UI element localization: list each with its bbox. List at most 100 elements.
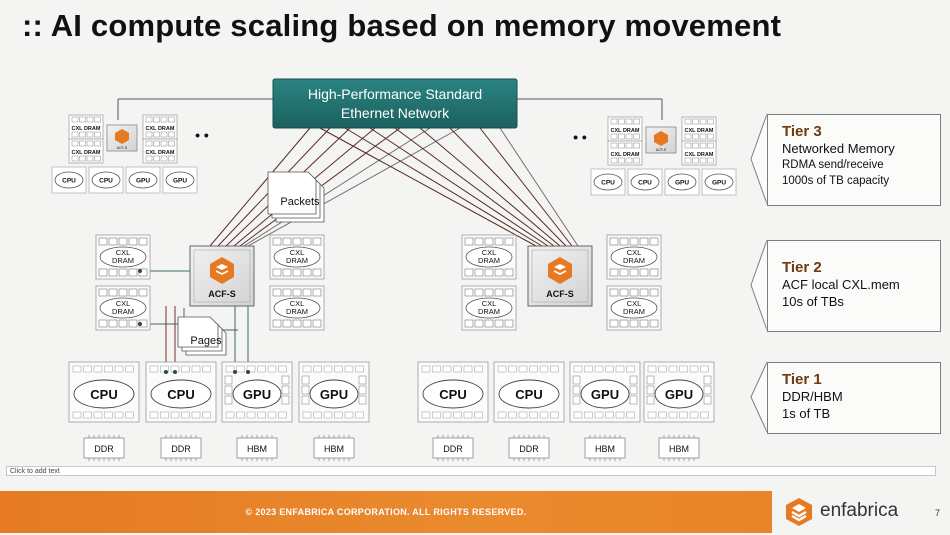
tier2-cxl-dram-right-1-label-1: CXL: [482, 248, 497, 257]
network-label-line-2: Ethernet Network: [341, 105, 450, 121]
pin-block: [313, 411, 322, 419]
pin-block: [202, 365, 211, 373]
pin-block: [313, 365, 322, 373]
dram-chip: [160, 116, 168, 123]
dram-chip: [282, 319, 292, 328]
tier3-cpu-left-2-label: CPU: [99, 178, 113, 185]
pin-block: [626, 365, 635, 373]
tier-1-line-2: 1s of TB: [782, 406, 831, 421]
acf-icon-glyph: [215, 270, 229, 275]
dram-chip: [649, 319, 659, 328]
dram-chip: [168, 155, 175, 162]
connector-line: [419, 127, 561, 247]
pin-block: [278, 365, 287, 373]
dram-chip: [699, 157, 707, 164]
dram-chip: [633, 142, 640, 149]
tier2-cxl-dram-left-1-label-1: CXL: [116, 248, 131, 257]
tier3-cxl-dram-right-4-label: CXL DRAM: [685, 152, 714, 158]
pin-block: [334, 411, 343, 419]
tier3-gpu-right-1-label: GPU: [675, 180, 689, 187]
dram-chip: [494, 237, 504, 246]
dram-chip: [118, 319, 128, 328]
dram-chip: [79, 155, 86, 162]
pin-block: [344, 365, 354, 373]
dram-chip: [464, 288, 474, 297]
dram-chip: [618, 142, 625, 149]
dram-chip: [649, 237, 659, 246]
page-sheet: [177, 316, 219, 348]
pin-block: [267, 411, 277, 419]
hbm-stack: [703, 375, 712, 385]
hbm-stack: [281, 375, 290, 385]
dram-chip: [312, 268, 322, 277]
ellipsis-right: • •: [573, 129, 587, 145]
hbm-stack: [301, 385, 310, 395]
dram-chip: [272, 268, 282, 277]
pin-block: [689, 365, 699, 373]
dram-chip: [302, 268, 312, 277]
page-number: 7: [935, 508, 941, 518]
pin-block: [323, 365, 333, 373]
tier3-cxl-dram-right-1-label: CXL DRAM: [611, 128, 640, 134]
click-to-add-text-placeholder[interactable]: Click to add text: [6, 466, 936, 476]
tier2-cxl-dram-right-3-label-2: DRAM: [623, 256, 645, 265]
tier1-gpu-left-3-body: [232, 379, 282, 409]
dram-chip: [118, 268, 128, 277]
pin-block: [550, 365, 559, 373]
tier2-cxl-dram-right-1-body: [465, 246, 513, 268]
footer-bar: © 2023 ENFABRICA CORPORATION. ALL RIGHTS…: [0, 491, 772, 533]
tier2-cxl-dram-right-4-label-2: DRAM: [623, 307, 645, 316]
tier1-cpu-left-2-body: [150, 379, 212, 409]
page-sheet: [267, 171, 317, 215]
acf-s-chip-right-label: ACF-S: [546, 289, 574, 299]
tier-3-title: Tier 3: [782, 123, 822, 140]
dram-chip: [639, 319, 649, 328]
tier-2-line-2: 10s of TBs: [782, 294, 844, 309]
pin-block: [474, 411, 483, 419]
dram-chip: [98, 268, 108, 277]
acf-icon-glyph: [216, 264, 228, 270]
tier3-gpu-left-1-body: [128, 171, 158, 189]
dram-chip: [619, 268, 629, 277]
pin-block: [584, 411, 593, 419]
dram-chip: [145, 140, 153, 147]
dram-chip: [71, 140, 79, 147]
dram-chip: [282, 237, 292, 246]
pin-block: [93, 411, 103, 419]
pin-block: [114, 411, 124, 419]
dram-chip: [692, 118, 699, 125]
pin-block: [267, 365, 277, 373]
acf-s-chip-right-inner: [531, 249, 589, 303]
connector-line: [209, 127, 311, 247]
hbm-stack: [572, 385, 581, 395]
enfabrica-logo-icon: [786, 498, 812, 526]
pin-block: [334, 365, 343, 373]
dram-chip: [145, 131, 153, 138]
dram-chip: [629, 319, 639, 328]
tier3-acf-chip-right-icon: [654, 131, 668, 146]
pin-block: [573, 411, 583, 419]
hbm-stack: [629, 395, 638, 405]
pin-block: [689, 411, 699, 419]
pin-block: [626, 411, 635, 419]
dram-chip: [629, 268, 639, 277]
dram-chip: [302, 319, 312, 328]
tier1-gpu-right-3-label: GPU: [591, 387, 619, 402]
dram-chip: [494, 268, 504, 277]
dram-chip: [302, 288, 312, 297]
dram-chip: [633, 133, 640, 140]
pin-block: [700, 411, 709, 419]
dram-chip: [504, 268, 514, 277]
tier1-cpu-right-2-label: CPU: [515, 387, 542, 402]
dram-chip: [619, 319, 629, 328]
tier3-cxl-dram-right-2-label: CXL DRAM: [611, 152, 640, 158]
tier1-cpu-left-2-label: CPU: [167, 387, 194, 402]
dram-chip: [610, 142, 618, 149]
pin-block: [539, 411, 549, 419]
tier2-cxl-dram-right-2-label-1: CXL: [482, 299, 497, 308]
hbm-stack: [572, 375, 581, 385]
dram-chip: [160, 140, 168, 147]
pin-block: [93, 365, 103, 373]
